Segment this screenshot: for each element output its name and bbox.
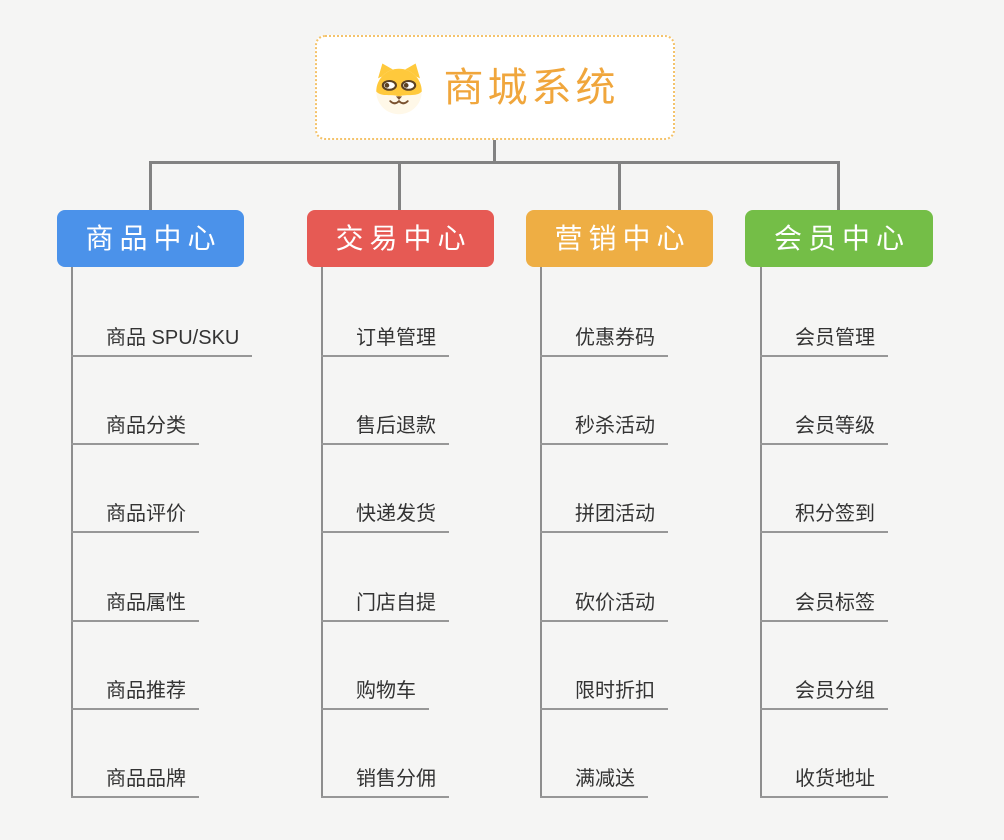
- mindmap-leaf-node[interactable]: 商品属性: [71, 592, 199, 622]
- mindmap-leaf-node[interactable]: 商品评价: [71, 503, 199, 533]
- mindmap-leaf-node[interactable]: 优惠券码: [540, 327, 668, 357]
- mindmap-leaf-node[interactable]: 销售分佣: [321, 768, 449, 798]
- mindmap-leaf-node[interactable]: 拼团活动: [540, 503, 668, 533]
- mindmap-leaf-node[interactable]: 商品品牌: [71, 768, 199, 798]
- branch-node-marketing[interactable]: 营销中心: [526, 210, 713, 267]
- branch-node-trade[interactable]: 交易中心: [307, 210, 494, 267]
- connector-root-stub: [493, 140, 496, 163]
- connector-horizontal: [149, 161, 840, 164]
- mindmap-leaf-node[interactable]: 订单管理: [321, 327, 449, 357]
- mindmap-leaf-node[interactable]: 会员等级: [760, 415, 888, 445]
- mindmap-leaf-node[interactable]: 购物车: [321, 680, 429, 710]
- mindmap-leaf-node[interactable]: 会员标签: [760, 592, 888, 622]
- mindmap-leaf-node[interactable]: 秒杀活动: [540, 415, 668, 445]
- connector-drop-marketing: [618, 161, 621, 210]
- mindmap-leaf-node[interactable]: 商品 SPU/SKU: [71, 327, 253, 357]
- root-node-title: 商城系统: [443, 65, 620, 110]
- mindmap-leaf-node[interactable]: 限时折扣: [540, 680, 668, 710]
- connector-drop-trade: [398, 161, 401, 210]
- branch-column-members: 会员管理 会员等级 积分签到 会员标签 会员分组 收货地址: [760, 267, 990, 800]
- mindmap-leaf-node[interactable]: 砍价活动: [540, 592, 668, 622]
- branch-node-members[interactable]: 会员中心: [745, 210, 933, 267]
- mindmap-leaf-node[interactable]: 会员分组: [760, 680, 888, 710]
- mindmap-leaf-node[interactable]: 商品推荐: [71, 680, 199, 710]
- mindmap-leaf-node[interactable]: 满减送: [540, 768, 648, 798]
- connector-drop-members: [837, 161, 840, 210]
- mindmap-leaf-node[interactable]: 门店自提: [321, 592, 449, 622]
- dog-face-icon: [375, 63, 422, 114]
- mindmap-leaf-node[interactable]: 快递发货: [321, 503, 449, 533]
- mindmap-leaf-node[interactable]: 商品分类: [71, 415, 199, 445]
- branch-column-products: 商品 SPU/SKU 商品分类 商品评价 商品属性 商品推荐 商品品牌: [71, 267, 301, 800]
- mindmap-leaf-node[interactable]: 积分签到: [760, 503, 888, 533]
- branch-column-marketing: 优惠券码 秒杀活动 拼团活动 砍价活动 限时折扣 满减送: [540, 267, 770, 800]
- branch-node-products[interactable]: 商品中心: [57, 210, 244, 267]
- root-node[interactable]: 商城系统: [315, 35, 675, 140]
- mindmap-leaf-node[interactable]: 收货地址: [760, 768, 888, 798]
- mindmap-leaf-node[interactable]: 售后退款: [321, 415, 449, 445]
- connector-drop-products: [149, 161, 152, 210]
- mindmap-leaf-node[interactable]: 会员管理: [760, 327, 888, 357]
- branch-column-trade: 订单管理 售后退款 快递发货 门店自提 购物车 销售分佣: [321, 267, 551, 800]
